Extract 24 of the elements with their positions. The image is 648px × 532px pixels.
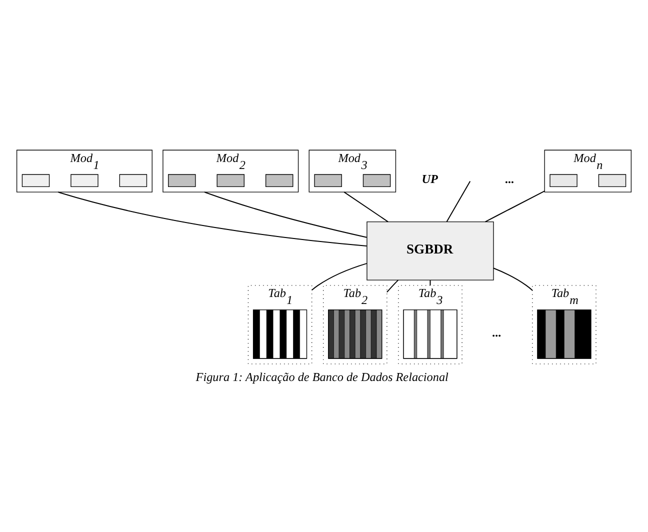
connector	[344, 191, 388, 222]
connector	[204, 191, 367, 238]
connector	[446, 180, 471, 222]
node-box	[550, 174, 578, 186]
node-box	[168, 174, 196, 186]
connector	[493, 267, 533, 290]
node-box	[265, 174, 294, 186]
caption: Figura 1: Aplicação de Banco de Dados Relacional	[196, 370, 448, 384]
connector	[312, 262, 368, 290]
node-box	[70, 174, 98, 186]
node-box	[314, 174, 342, 186]
label: ...	[492, 324, 502, 339]
connector	[430, 280, 431, 285]
node-box	[119, 174, 148, 186]
label: UP	[422, 171, 438, 186]
connector	[386, 279, 399, 292]
connector	[485, 190, 545, 222]
connector	[58, 191, 367, 246]
label: ...	[505, 171, 514, 186]
node-box	[216, 174, 244, 186]
node-box	[598, 174, 626, 186]
node-box	[362, 174, 391, 186]
node-box: SGBDR	[366, 221, 494, 280]
node-box	[22, 174, 50, 186]
